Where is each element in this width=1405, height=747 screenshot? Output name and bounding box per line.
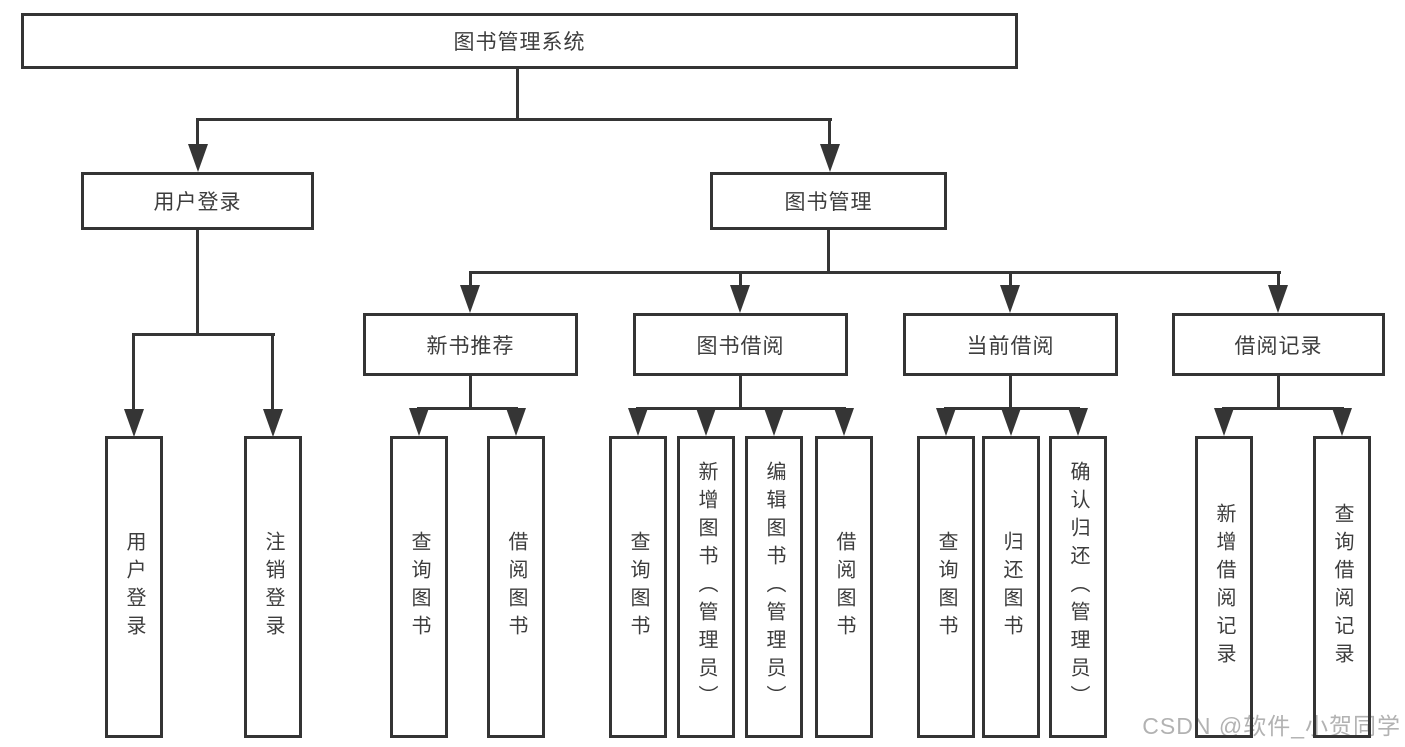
arrow-down-icon <box>696 408 716 436</box>
arrow-down-icon <box>1214 408 1234 436</box>
arrow-down-icon <box>730 285 750 313</box>
connector-drop-user-login <box>196 118 199 146</box>
arrow-down-icon <box>936 408 956 436</box>
connector-root-bar <box>196 118 832 121</box>
connector-records-stem <box>1277 376 1280 410</box>
connector-drop-current-borrow <box>1009 271 1012 287</box>
connector-root-stem <box>516 69 519 120</box>
csdn-watermark: CSDN @软件_小贺同学 <box>1142 713 1401 739</box>
leaf-borrow-books-recommend: 借阅图书 <box>487 436 545 738</box>
leaf-logout: 注销登录 <box>244 436 302 738</box>
connector-bookmgmt-stem <box>827 230 830 274</box>
connector-drop-book-management <box>828 118 831 146</box>
connector-userlogin-stem <box>196 230 199 336</box>
leaf-return-books: 归还图书 <box>982 436 1040 738</box>
arrow-down-icon <box>764 408 784 436</box>
connector-drop-login-leaf <box>132 333 135 411</box>
connector-borrowing-bar <box>636 407 846 410</box>
node-borrowing-records: 借阅记录 <box>1172 313 1385 376</box>
arrow-down-icon <box>506 408 526 436</box>
node-current-borrowing: 当前借阅 <box>903 313 1118 376</box>
connector-borrowing-stem <box>739 376 742 410</box>
arrow-down-icon <box>820 144 840 172</box>
connector-userlogin-bar <box>133 333 275 336</box>
leaf-query-borrow-record: 查询借阅记录 <box>1313 436 1371 738</box>
connector-drop-book-borrow <box>739 271 742 287</box>
connector-drop-logout-leaf <box>271 333 274 411</box>
arrow-down-icon <box>1001 408 1021 436</box>
connector-records-bar <box>1222 407 1344 410</box>
connector-current-stem <box>1009 376 1012 410</box>
node-root-library-management-system: 图书管理系统 <box>21 13 1018 69</box>
leaf-user-login: 用户登录 <box>105 436 163 738</box>
connector-bookmgmt-bar <box>469 271 1281 274</box>
connector-newbook-stem <box>469 376 472 410</box>
arrow-down-icon <box>124 409 144 437</box>
leaf-confirm-return-admin: 确认归还（管理员） <box>1049 436 1107 738</box>
arrow-down-icon <box>188 144 208 172</box>
arrow-down-icon <box>834 408 854 436</box>
leaf-query-books-current: 查询图书 <box>917 436 975 738</box>
connector-drop-new-books <box>469 271 472 287</box>
node-book-management-branch: 图书管理 <box>710 172 947 230</box>
leaf-query-books-recommend: 查询图书 <box>390 436 448 738</box>
leaf-add-borrow-record: 新增借阅记录 <box>1195 436 1253 738</box>
node-book-borrowing: 图书借阅 <box>633 313 848 376</box>
leaf-add-books-admin: 新增图书（管理员） <box>677 436 735 738</box>
arrow-down-icon <box>1068 408 1088 436</box>
arrow-down-icon <box>1000 285 1020 313</box>
connector-newbook-bar <box>417 407 518 410</box>
connector-drop-borrow-records <box>1277 271 1280 287</box>
arrow-down-icon <box>628 408 648 436</box>
arrow-down-icon <box>409 408 429 436</box>
leaf-borrow-books: 借阅图书 <box>815 436 873 738</box>
leaf-edit-books-admin: 编辑图书（管理员） <box>745 436 803 738</box>
arrow-down-icon <box>460 285 480 313</box>
node-user-login-branch: 用户登录 <box>81 172 314 230</box>
arrow-down-icon <box>1332 408 1352 436</box>
leaf-query-books-borrowing: 查询图书 <box>609 436 667 738</box>
arrow-down-icon <box>263 409 283 437</box>
arrow-down-icon <box>1268 285 1288 313</box>
node-new-book-recommend: 新书推荐 <box>363 313 578 376</box>
